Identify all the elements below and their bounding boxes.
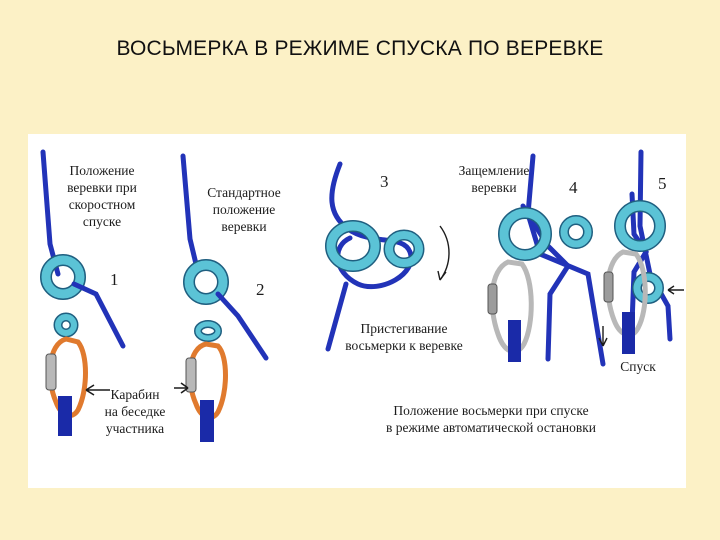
label-rope-clamping: Защемление веревки <box>458 163 530 195</box>
sling-2 <box>200 400 214 442</box>
step-number-5: 5 <box>658 174 667 193</box>
carabiner-4-gate <box>487 283 498 315</box>
carabiner-2-gate <box>185 357 197 393</box>
panel-1-fast-descent <box>40 149 126 436</box>
rope-1-lower <box>71 281 126 349</box>
label-auto-stop: Положение восьмерки при спуске в режиме … <box>385 403 596 435</box>
rope-3 <box>325 161 414 352</box>
slide-title: ВОСЬМЕРКА В РЕЖИМЕ СПУСКА ПО ВЕРЕВКЕ <box>116 37 604 60</box>
step-number-4: 4 <box>569 178 578 197</box>
rope-4-b <box>520 203 572 362</box>
label-carabiner: Карабин на беседке участника <box>104 387 166 436</box>
figure-eight-diagram: 1 2 3 4 5 Положение веревки при скоростн… <box>28 134 686 488</box>
label-rope-fast-descent: Положение веревки при скоростном спуске <box>67 163 137 229</box>
label-descent: Спуск <box>620 359 656 374</box>
arrow-down-icon <box>598 326 608 347</box>
label-rope-standard: Стандартное положение веревки <box>207 185 281 234</box>
sling-4 <box>508 320 521 362</box>
diagram-drawing <box>40 149 684 442</box>
panel-5-descent <box>598 149 684 354</box>
panel-3-attaching <box>325 161 450 352</box>
rope-2-lower <box>215 291 269 361</box>
step-number-2: 2 <box>256 280 265 299</box>
arrow-left-icon <box>174 382 189 394</box>
arrow-left-icon <box>667 285 684 295</box>
panel-2-standard <box>174 153 269 442</box>
step-number-1: 1 <box>110 270 119 289</box>
carabiner-5-gate <box>603 271 614 303</box>
rotation-arrow-icon <box>439 225 450 281</box>
carabiner-1-gate <box>45 353 57 391</box>
rope-2-upper <box>180 153 199 267</box>
label-attaching: Пристегивание восьмерки к веревке <box>345 321 463 353</box>
sling-1 <box>58 396 72 436</box>
sling-5 <box>622 312 635 354</box>
arrow-left-icon <box>85 384 110 396</box>
step-number-3: 3 <box>380 172 389 191</box>
panel-4-clamping <box>487 153 606 367</box>
